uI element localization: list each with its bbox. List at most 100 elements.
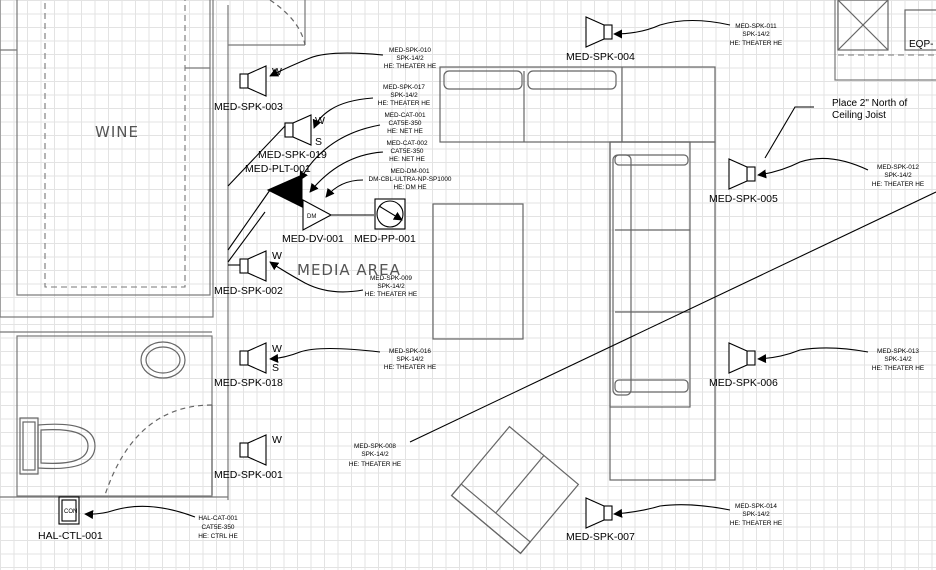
surround-label: S: [315, 136, 322, 148]
callout-note: Place 2" North of Ceiling Joist: [832, 98, 907, 121]
device-tag-spk006: MED-SPK-006: [709, 377, 778, 389]
plate-icon-plt001[interactable]: [266, 174, 303, 208]
wattage-label: W: [272, 434, 282, 446]
svg-text:MED-CAT-002: MED-CAT-002: [386, 140, 428, 147]
projector-plate-icon[interactable]: [374, 198, 406, 230]
svg-text:SPK-14/2: SPK-14/2: [742, 31, 770, 38]
wattage-label: W: [272, 343, 282, 355]
svg-text:MED-DM-001: MED-DM-001: [390, 168, 430, 175]
cable-home-runs: [227, 125, 374, 266]
svg-text:HE: DM HE: HE: DM HE: [393, 184, 426, 191]
device-tag-spk003: MED-SPK-003: [214, 101, 283, 113]
svg-text:HE: THEATER HE: HE: THEATER HE: [384, 63, 436, 70]
speaker-icon-spk003[interactable]: [239, 65, 267, 97]
svg-text:Ceiling Joist: Ceiling Joist: [832, 110, 886, 121]
device-tag-spk007: MED-SPK-007: [566, 531, 635, 543]
con-symbol-label: CON: [64, 509, 77, 515]
note-cat001: MED-CAT-001 CAT5E-350 HE: NET HE: [384, 112, 426, 135]
device-tag-spk001: MED-SPK-001: [214, 469, 283, 481]
svg-text:HE: NET HE: HE: NET HE: [387, 128, 423, 135]
leader-arrows: [84, 20, 869, 520]
speaker-icon-spk006[interactable]: [728, 342, 756, 374]
speaker-icon-spk004[interactable]: [585, 16, 613, 48]
svg-text:HE: THEATER HE: HE: THEATER HE: [378, 100, 430, 107]
coffee-table: [432, 203, 524, 340]
svg-text:SPK-14/2: SPK-14/2: [742, 511, 770, 518]
svg-text:SPK-14/2: SPK-14/2: [884, 356, 912, 363]
cable-run-line: [409, 191, 936, 443]
svg-text:HE: THEATER HE: HE: THEATER HE: [365, 291, 417, 298]
svg-text:CAT5E-350: CAT5E-350: [389, 120, 422, 127]
wine-room-walls: [0, 0, 306, 500]
note-spk016: MED-SPK-016 SPK-14/2 HE: THEATER HE: [384, 348, 436, 371]
device-tag-spk005: MED-SPK-005: [709, 193, 778, 205]
lounge-chair: [450, 425, 580, 555]
svg-text:SPK-14/2: SPK-14/2: [377, 283, 405, 290]
note-spk009: MED-SPK-009 SPK-14/2 HE: THEATER HE: [365, 275, 417, 298]
control-keypad-icon[interactable]: [58, 496, 80, 525]
speaker-icon-spk001[interactable]: [239, 434, 267, 466]
note-hal-cat001: HAL-CAT-001 CAT5E-350 HE: CTRL HE: [198, 515, 238, 540]
device-tag-pp001: MED-PP-001: [354, 233, 416, 245]
device-tag-plt001: MED-PLT-001: [245, 163, 311, 175]
note-cat002: MED-CAT-002 CAT5E-350 HE: NET HE: [386, 140, 428, 163]
device-tag-spk004: MED-SPK-004: [566, 51, 635, 63]
note-spk017: MED-SPK-017 SPK-14/2 HE: THEATER HE: [378, 84, 430, 107]
svg-text:CAT5E-350: CAT5E-350: [391, 148, 424, 155]
svg-text:MED-SPK-013: MED-SPK-013: [877, 348, 919, 355]
svg-text:MED-SPK-016: MED-SPK-016: [389, 348, 431, 355]
note-spk014: MED-SPK-014 SPK-14/2 HE: THEATER HE: [730, 503, 782, 527]
speaker-icon-spk018[interactable]: [239, 342, 267, 374]
device-tag-spk002: MED-SPK-002: [214, 285, 283, 297]
toilet-fixture: [19, 417, 96, 475]
room-label-media: MEDIA AREA: [297, 261, 401, 279]
svg-text:MED-SPK-008: MED-SPK-008: [354, 443, 396, 450]
svg-text:MED-SPK-017: MED-SPK-017: [383, 84, 425, 91]
equipment-label: EQP-: [909, 39, 933, 50]
svg-text:HE: CTRL HE: HE: CTRL HE: [198, 533, 238, 540]
speaker-icon-spk005[interactable]: [728, 158, 756, 190]
svg-text:MED-SPK-012: MED-SPK-012: [877, 164, 919, 171]
sink-fixture: [140, 341, 186, 379]
bathroom-walls: [0, 331, 228, 498]
svg-text:SPK-14/2: SPK-14/2: [361, 451, 389, 458]
surround-label: S: [272, 362, 279, 374]
svg-text:Place 2" North of: Place 2" North of: [832, 98, 907, 109]
note-spk008: MED-SPK-008 SPK-14/2 HE: THEATER HE: [349, 443, 401, 468]
svg-text:HE: NET HE: HE: NET HE: [389, 156, 425, 163]
svg-text:HE: THEATER HE: HE: THEATER HE: [872, 365, 924, 372]
wattage-label: W: [272, 250, 282, 262]
note-spk013: MED-SPK-013 SPK-14/2 HE: THEATER HE: [872, 348, 924, 372]
speaker-icon-spk019[interactable]: [284, 114, 312, 146]
svg-text:SPK-14/2: SPK-14/2: [396, 356, 424, 363]
device-tag-spk018: MED-SPK-018: [214, 377, 283, 389]
svg-text:CAT5E-350: CAT5E-350: [202, 524, 235, 531]
room-label-wine: WINE: [95, 123, 139, 141]
svg-text:DM-CBL-ULTRA-NP-SP1000: DM-CBL-ULTRA-NP-SP1000: [369, 176, 452, 183]
svg-text:SPK-14/2: SPK-14/2: [396, 55, 424, 62]
svg-text:HE: THEATER HE: HE: THEATER HE: [349, 461, 401, 468]
svg-text:HE: THEATER HE: HE: THEATER HE: [872, 181, 924, 188]
speaker-icon-spk002[interactable]: [239, 250, 267, 282]
note-spk012: MED-SPK-012 SPK-14/2 HE: THEATER HE: [872, 164, 924, 188]
device-tag-dv001: MED-DV-001: [282, 233, 344, 245]
svg-text:MED-SPK-011: MED-SPK-011: [735, 23, 777, 30]
svg-text:HE: THEATER HE: HE: THEATER HE: [730, 40, 782, 47]
sectional-sofa: [439, 66, 716, 481]
svg-text:MED-CAT-001: MED-CAT-001: [384, 112, 426, 119]
svg-text:HE: THEATER HE: HE: THEATER HE: [384, 364, 436, 371]
svg-text:HE: THEATER HE: HE: THEATER HE: [730, 520, 782, 527]
svg-text:MED-SPK-009: MED-SPK-009: [370, 275, 412, 282]
wattage-label: W: [315, 115, 325, 127]
dm-transmitter-icon[interactable]: [302, 199, 333, 231]
svg-text:MED-SPK-014: MED-SPK-014: [735, 503, 777, 510]
svg-text:HAL-CAT-001: HAL-CAT-001: [198, 515, 238, 522]
dm-symbol-label: DM: [307, 214, 316, 220]
note-spk010: MED-SPK-010 SPK-14/2 HE: THEATER HE: [384, 47, 436, 70]
equipment-room-walls: [834, 0, 936, 81]
note-dm001: MED-DM-001 DM-CBL-ULTRA-NP-SP1000 HE: DM…: [369, 168, 452, 191]
speaker-icon-spk007[interactable]: [585, 497, 613, 529]
device-tag-spk019: MED-SPK-019: [258, 149, 327, 161]
